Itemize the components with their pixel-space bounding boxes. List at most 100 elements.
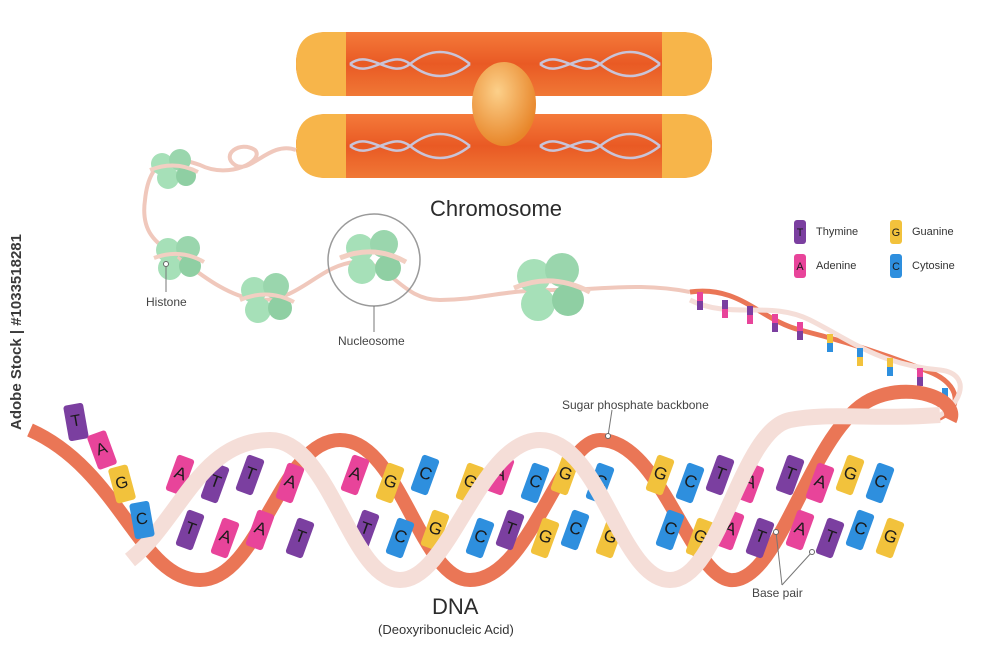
base-letter: C bbox=[566, 518, 584, 540]
base-T: T bbox=[815, 517, 845, 559]
base-G: G bbox=[835, 454, 865, 496]
base-letter: T bbox=[797, 227, 804, 239]
upper-base-pair bbox=[887, 358, 893, 376]
base-letter: C bbox=[471, 526, 489, 548]
base-C: C bbox=[385, 517, 415, 559]
base-T: T bbox=[175, 509, 205, 551]
base-C: C bbox=[675, 462, 705, 504]
sugar-phosphate-label: Sugar phosphate backbone bbox=[562, 398, 709, 412]
upper-base-pair bbox=[697, 292, 703, 310]
base-letter: C bbox=[416, 463, 434, 485]
loose-base-C: C bbox=[129, 501, 155, 539]
base-G: G bbox=[420, 509, 450, 551]
base-pair: TA bbox=[200, 462, 240, 559]
upper-helix-rungs bbox=[697, 292, 948, 406]
dna-backbone-back bbox=[27, 384, 959, 588]
base-letter: T bbox=[69, 411, 82, 430]
centromere bbox=[472, 62, 536, 146]
base-letter: G bbox=[651, 462, 670, 484]
base-A: A bbox=[340, 454, 370, 496]
base-letter: G bbox=[892, 227, 900, 239]
legend-icon-thymine: T bbox=[794, 220, 806, 244]
base-letter: G bbox=[841, 462, 860, 484]
base-letter: C bbox=[871, 471, 889, 493]
base-pair: CG bbox=[410, 454, 450, 551]
base-A: A bbox=[165, 454, 195, 496]
legend-label-cytosine: Cytosine bbox=[912, 260, 955, 272]
base-letter: C bbox=[661, 518, 679, 540]
base-letter: A bbox=[796, 261, 804, 273]
upper-helix bbox=[688, 288, 963, 423]
base-letter: C bbox=[892, 261, 900, 273]
base-G: G bbox=[375, 462, 405, 504]
base-T: T bbox=[495, 509, 525, 551]
upper-base-pair bbox=[857, 348, 863, 366]
base-pair-label: Base pair bbox=[752, 586, 803, 600]
dna-backbone-front bbox=[124, 407, 941, 589]
upper-base-pair bbox=[827, 334, 833, 352]
upper-base-pair bbox=[722, 300, 728, 318]
histone-cluster-2 bbox=[153, 236, 206, 280]
legend-label-adenine: Adenine bbox=[816, 260, 857, 272]
base-pair: CG bbox=[520, 462, 560, 559]
base-T: T bbox=[235, 454, 265, 496]
leader-dots bbox=[163, 261, 815, 555]
legend-icon-adenine: A bbox=[794, 254, 806, 278]
histone-label: Histone bbox=[146, 295, 187, 309]
loose-base-T: T bbox=[63, 403, 89, 441]
base-A: A bbox=[805, 462, 835, 504]
base-T: T bbox=[285, 517, 315, 559]
base-C: C bbox=[465, 517, 495, 559]
base-pair: AT bbox=[805, 462, 845, 559]
base-G: G bbox=[530, 517, 560, 559]
loose-base-A: A bbox=[87, 430, 117, 470]
base-C: C bbox=[655, 509, 685, 551]
upper-base-pair bbox=[917, 368, 923, 386]
base-letter: G bbox=[381, 470, 400, 492]
base-pair: GC bbox=[375, 462, 415, 559]
base-C: C bbox=[865, 462, 895, 504]
base-letter: G bbox=[556, 462, 575, 484]
legend-icon-cytosine: C bbox=[890, 254, 902, 278]
base-letter: C bbox=[526, 471, 544, 493]
base-A: A bbox=[210, 517, 240, 559]
base-C: C bbox=[845, 509, 875, 551]
base-A: A bbox=[785, 509, 815, 551]
base-A: A bbox=[275, 462, 305, 504]
base-G: G bbox=[645, 454, 675, 496]
base-pair: AT bbox=[275, 462, 315, 559]
base-A: A bbox=[245, 509, 275, 551]
histone-cluster-1 bbox=[149, 149, 199, 189]
legend-label-guanine: Guanine bbox=[912, 226, 954, 238]
legend-label-thymine: Thymine bbox=[816, 226, 859, 238]
base-pair: GC bbox=[645, 454, 685, 551]
upper-base-pair bbox=[772, 314, 778, 332]
base-letter: C bbox=[851, 518, 869, 540]
base-pair: GC bbox=[835, 454, 875, 551]
stock-watermark: Adobe Stock | #1033518281 bbox=[8, 234, 25, 430]
histone-cluster-3 bbox=[239, 273, 295, 323]
dna-full-name: (Deoxyribonucleic Acid) bbox=[378, 622, 514, 637]
base-pair: AT bbox=[165, 454, 205, 551]
nucleosome-label: Nucleosome bbox=[338, 334, 405, 348]
histone-cluster-4 bbox=[513, 253, 592, 321]
base-T: T bbox=[200, 462, 230, 504]
base-T: T bbox=[705, 454, 735, 496]
base-T: T bbox=[775, 454, 805, 496]
leader-lines bbox=[165, 264, 813, 586]
base-pair: TA bbox=[235, 454, 275, 551]
base-C: C bbox=[410, 454, 440, 496]
chromosome bbox=[296, 32, 712, 178]
upper-base-pair bbox=[747, 306, 753, 324]
base-T: T bbox=[745, 517, 775, 559]
loose-base-G: G bbox=[108, 464, 136, 504]
nucleosome-highlight bbox=[327, 213, 421, 307]
legend: T G A C bbox=[794, 220, 902, 278]
base-letter: C bbox=[681, 471, 699, 493]
base-pair: TA bbox=[775, 454, 815, 551]
base-C: C bbox=[560, 509, 590, 551]
base-pair: CG bbox=[865, 462, 905, 559]
